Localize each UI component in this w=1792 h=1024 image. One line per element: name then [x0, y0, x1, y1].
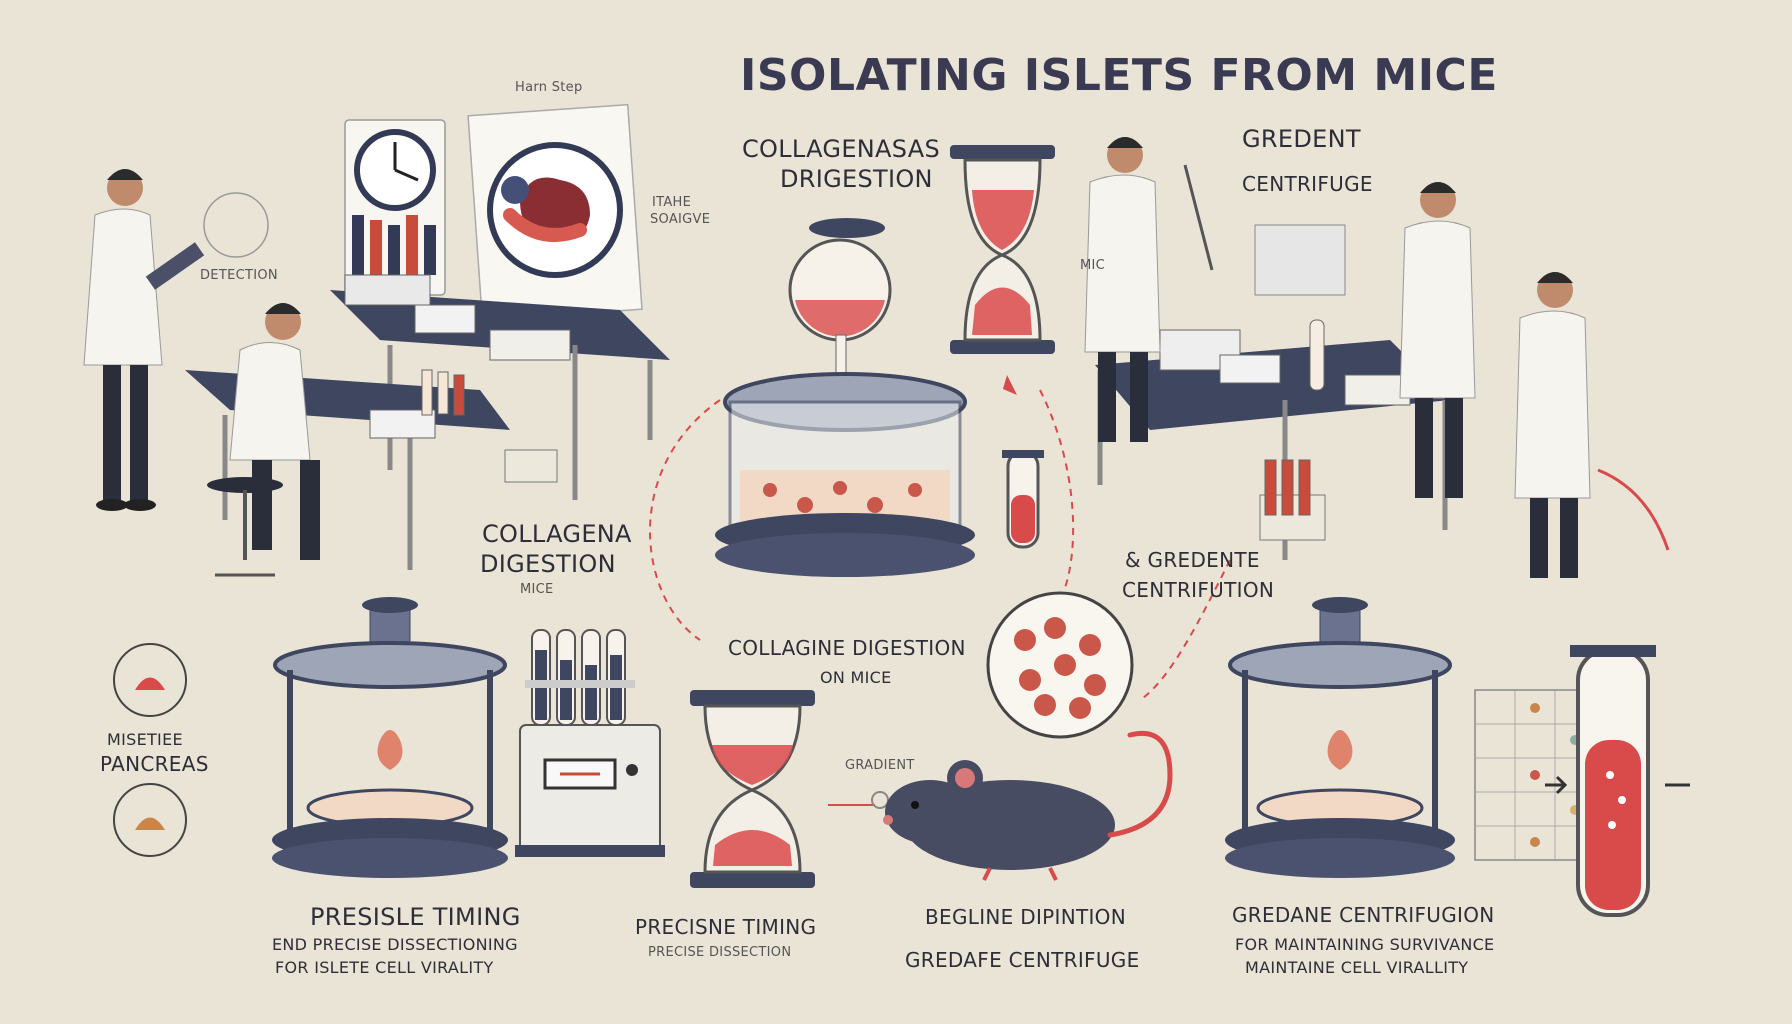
dashed-connector-left [649, 399, 721, 641]
label-note-left-1: ITAHE [652, 195, 692, 210]
label-grad-bottom-3: MAINTAINE CELL VIRALLITY [1245, 958, 1469, 977]
label-note-left-2: SOAIGVE [650, 212, 711, 227]
label-precise-1-c: FOR ISLETE CELL VIRALITY [275, 958, 494, 977]
arrow-right-icon [1545, 775, 1568, 795]
label-collagenase-top-1: COLLAGENASAS [742, 135, 941, 163]
label-mouse-pancreas-1: MISETIEE [107, 730, 183, 749]
hourglass-top-icon [950, 145, 1055, 354]
red-arrow-icon [1003, 375, 1017, 395]
scientist-right-2 [1399, 182, 1476, 498]
sample-box-icon [504, 449, 558, 483]
label-collagena-mid-3: MICE [520, 582, 554, 597]
islet-cells-icon [986, 591, 1134, 739]
label-beg-1: BEGLINE DIPINTION [925, 905, 1126, 929]
hourglass-bottom-icon [690, 690, 815, 888]
label-collagenase-top-2: DRIGESTION [780, 165, 933, 193]
lab-bench-back-left [330, 274, 670, 500]
label-grad-bottom-1: GREDANE CENTRIFUGION [1232, 903, 1495, 927]
label-grad-bottom-2: FOR MAINTAINING SURVIVANCE [1235, 935, 1495, 954]
faded-clock-icon [203, 192, 269, 258]
label-mouse-pancreas-2: PANCREAS [100, 752, 209, 776]
scientist-standing-left [83, 169, 205, 511]
equipment-icon [1254, 224, 1346, 296]
pancreas-poster-icon [467, 103, 643, 322]
dashed-connector-right [1039, 389, 1075, 601]
small-ring-icon [871, 791, 889, 809]
tube-rack-right [1259, 459, 1326, 541]
label-arrow-small: GRADIENT [845, 758, 915, 773]
label-gradient-mid-1: & GREDENTE [1125, 548, 1260, 572]
lab-bench-front-left [185, 369, 510, 570]
label-center-1: COLLAGINE DIGESTION [728, 636, 966, 660]
incubator-machine-icon [515, 724, 665, 857]
scientist-right-1 [1084, 137, 1214, 442]
large-test-tube-icon [1570, 645, 1656, 917]
page-title: ISOLATING ISLETS FROM MICE [740, 50, 1498, 101]
label-precise-1-a: PRESISLE TIMING [310, 903, 521, 931]
label-harn-step: Harn Step [515, 80, 583, 95]
label-detection: DETECTION [200, 268, 278, 283]
press-apparatus-left-icon [272, 597, 508, 878]
mouse-pancreas-icon-bottom [113, 783, 187, 857]
label-precise-2-a: PRECISNE TIMING [635, 915, 817, 939]
dashed-connector-bottom [1139, 559, 1231, 701]
scientist-sitting [207, 303, 320, 577]
test-tube-set-icon [525, 629, 635, 726]
label-gradient-top-2: CENTRIFUGE [1242, 172, 1373, 196]
label-precise-2-b: PRECISE DISSECTION [648, 945, 792, 960]
label-center-2: ON MICE [820, 668, 892, 687]
label-precise-1-b: END PRECISE DISSECTIONING [272, 935, 518, 954]
mouse-icon [883, 731, 1173, 881]
scientist-right-3 [1514, 272, 1670, 578]
test-tube-small-icon [1002, 450, 1044, 549]
label-gradient-top-1: GREDENT [1242, 125, 1361, 153]
press-apparatus-right-icon [1225, 597, 1455, 878]
wall-clock-icon [344, 119, 446, 296]
label-collagena-mid-1: COLLAGENA [482, 520, 632, 548]
collagenase-apparatus-icon [715, 218, 975, 577]
label-collagena-mid-2: DIGESTION [480, 550, 616, 578]
label-mic-small: MIC [1080, 258, 1106, 273]
label-beg-2: GREDAFE CENTRIFUGE [905, 948, 1140, 972]
mouse-pancreas-icon-top [113, 643, 187, 717]
label-gradient-mid-2: CENTRIFUTION [1122, 578, 1275, 602]
